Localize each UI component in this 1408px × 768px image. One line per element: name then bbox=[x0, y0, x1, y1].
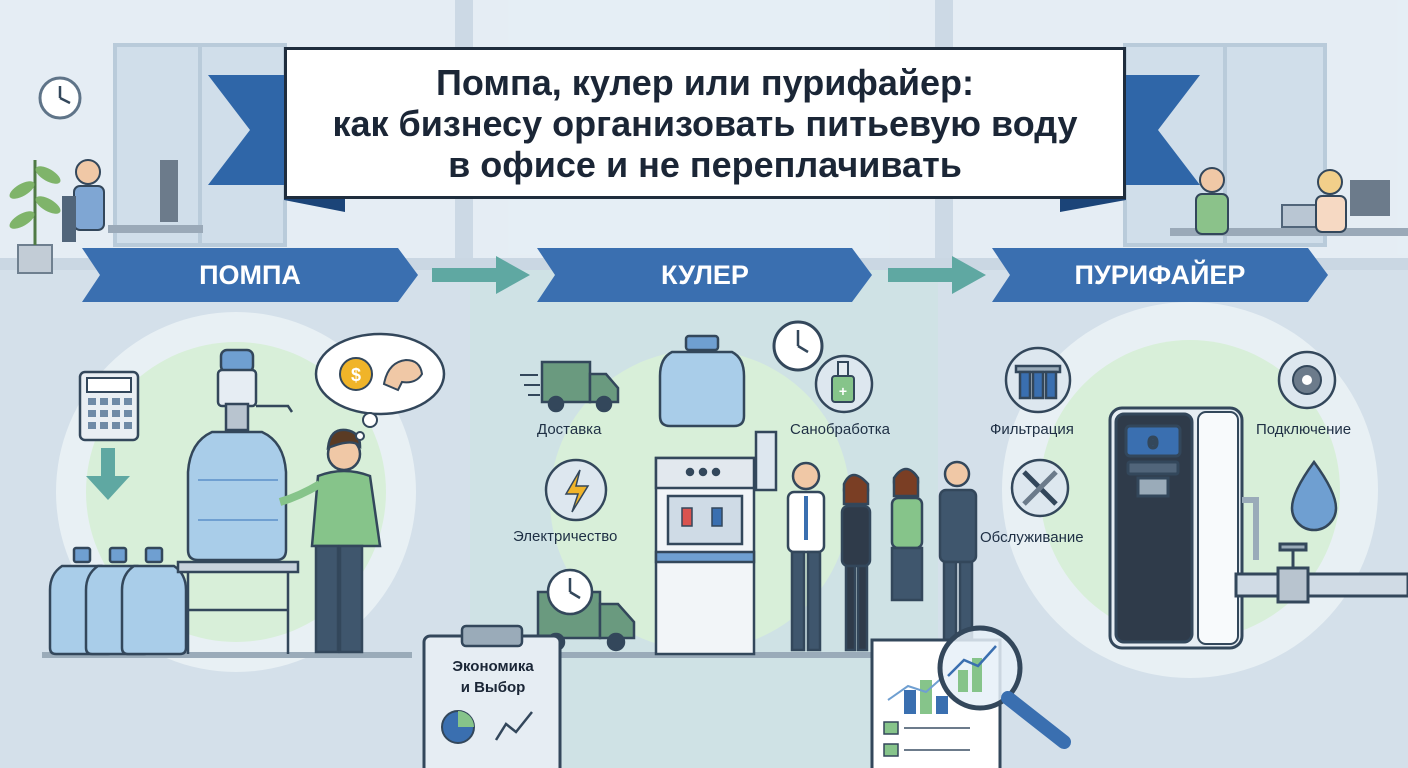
label-service: Обслуживание bbox=[980, 529, 1084, 546]
gear-icon bbox=[1277, 350, 1337, 410]
report-magnifier-icon bbox=[870, 625, 1071, 768]
man-with-pump-icon bbox=[278, 428, 382, 654]
step-label-purifier: ПУРИФАЙЕР bbox=[1074, 260, 1246, 290]
office-workers-right-icon bbox=[1170, 167, 1408, 236]
delivery-truck-icon bbox=[520, 360, 620, 413]
filtration-icon bbox=[1004, 346, 1072, 414]
water-bottles-group-icon bbox=[48, 546, 188, 656]
label-filtration: Фильтрация bbox=[990, 421, 1074, 438]
clipboard-icon bbox=[422, 624, 562, 768]
water-pipe-icon bbox=[1234, 497, 1408, 604]
purifier-icon: 0 bbox=[1108, 406, 1244, 650]
step-ribbon-purifier bbox=[992, 248, 1328, 302]
table-icon bbox=[176, 560, 300, 654]
wall-clock-icon bbox=[38, 76, 82, 120]
clock-icon bbox=[772, 320, 824, 372]
pump-bottle-icon bbox=[186, 348, 294, 562]
step-label-kuler: КУЛЕР bbox=[661, 260, 749, 290]
down-arrow-icon bbox=[86, 448, 130, 500]
label-connection: Подключение bbox=[1256, 421, 1352, 438]
sanitizer-icon: + bbox=[814, 354, 874, 414]
title-line-3: в офисе и не переплачивать bbox=[448, 143, 962, 185]
label-delivery: Доставка bbox=[537, 421, 602, 438]
water-cooler-icon bbox=[654, 334, 778, 656]
plant-icon bbox=[9, 160, 61, 274]
flow-arrow-2 bbox=[888, 256, 986, 294]
clipboard-caption: Экономика и Выбор bbox=[430, 656, 556, 698]
step-ribbon-pompa bbox=[82, 248, 418, 302]
thought-bubble-icon: $ bbox=[314, 332, 446, 441]
calculator-icon bbox=[78, 370, 140, 442]
step-ribbon-kuler bbox=[537, 248, 872, 302]
label-sanitation: Санобработка bbox=[790, 421, 890, 438]
electricity-icon bbox=[544, 458, 608, 522]
svg-text:0: 0 bbox=[1148, 435, 1158, 454]
flow-arrow-1 bbox=[432, 256, 530, 294]
wrench-icon bbox=[1010, 458, 1070, 518]
step-label-pompa: ПОМПА bbox=[199, 260, 301, 290]
office-people-group-icon bbox=[786, 460, 978, 654]
svg-text:$: $ bbox=[351, 365, 361, 385]
clipboard-line-2: и Выбор bbox=[460, 679, 526, 696]
office-worker-left-icon bbox=[62, 159, 203, 242]
svg-text:+: + bbox=[839, 383, 847, 399]
label-electricity: Электричество bbox=[513, 528, 618, 545]
title-line-2: как бизнесу организовать питьевую воду bbox=[332, 102, 1078, 144]
clipboard-line-1: Экономика bbox=[452, 658, 534, 675]
title-box: Помпа, кулер или пурифайер: как бизнесу … bbox=[284, 47, 1126, 199]
water-drop-icon bbox=[1290, 459, 1338, 532]
title-line-1: Помпа, кулер или пурифайер: bbox=[436, 61, 974, 103]
